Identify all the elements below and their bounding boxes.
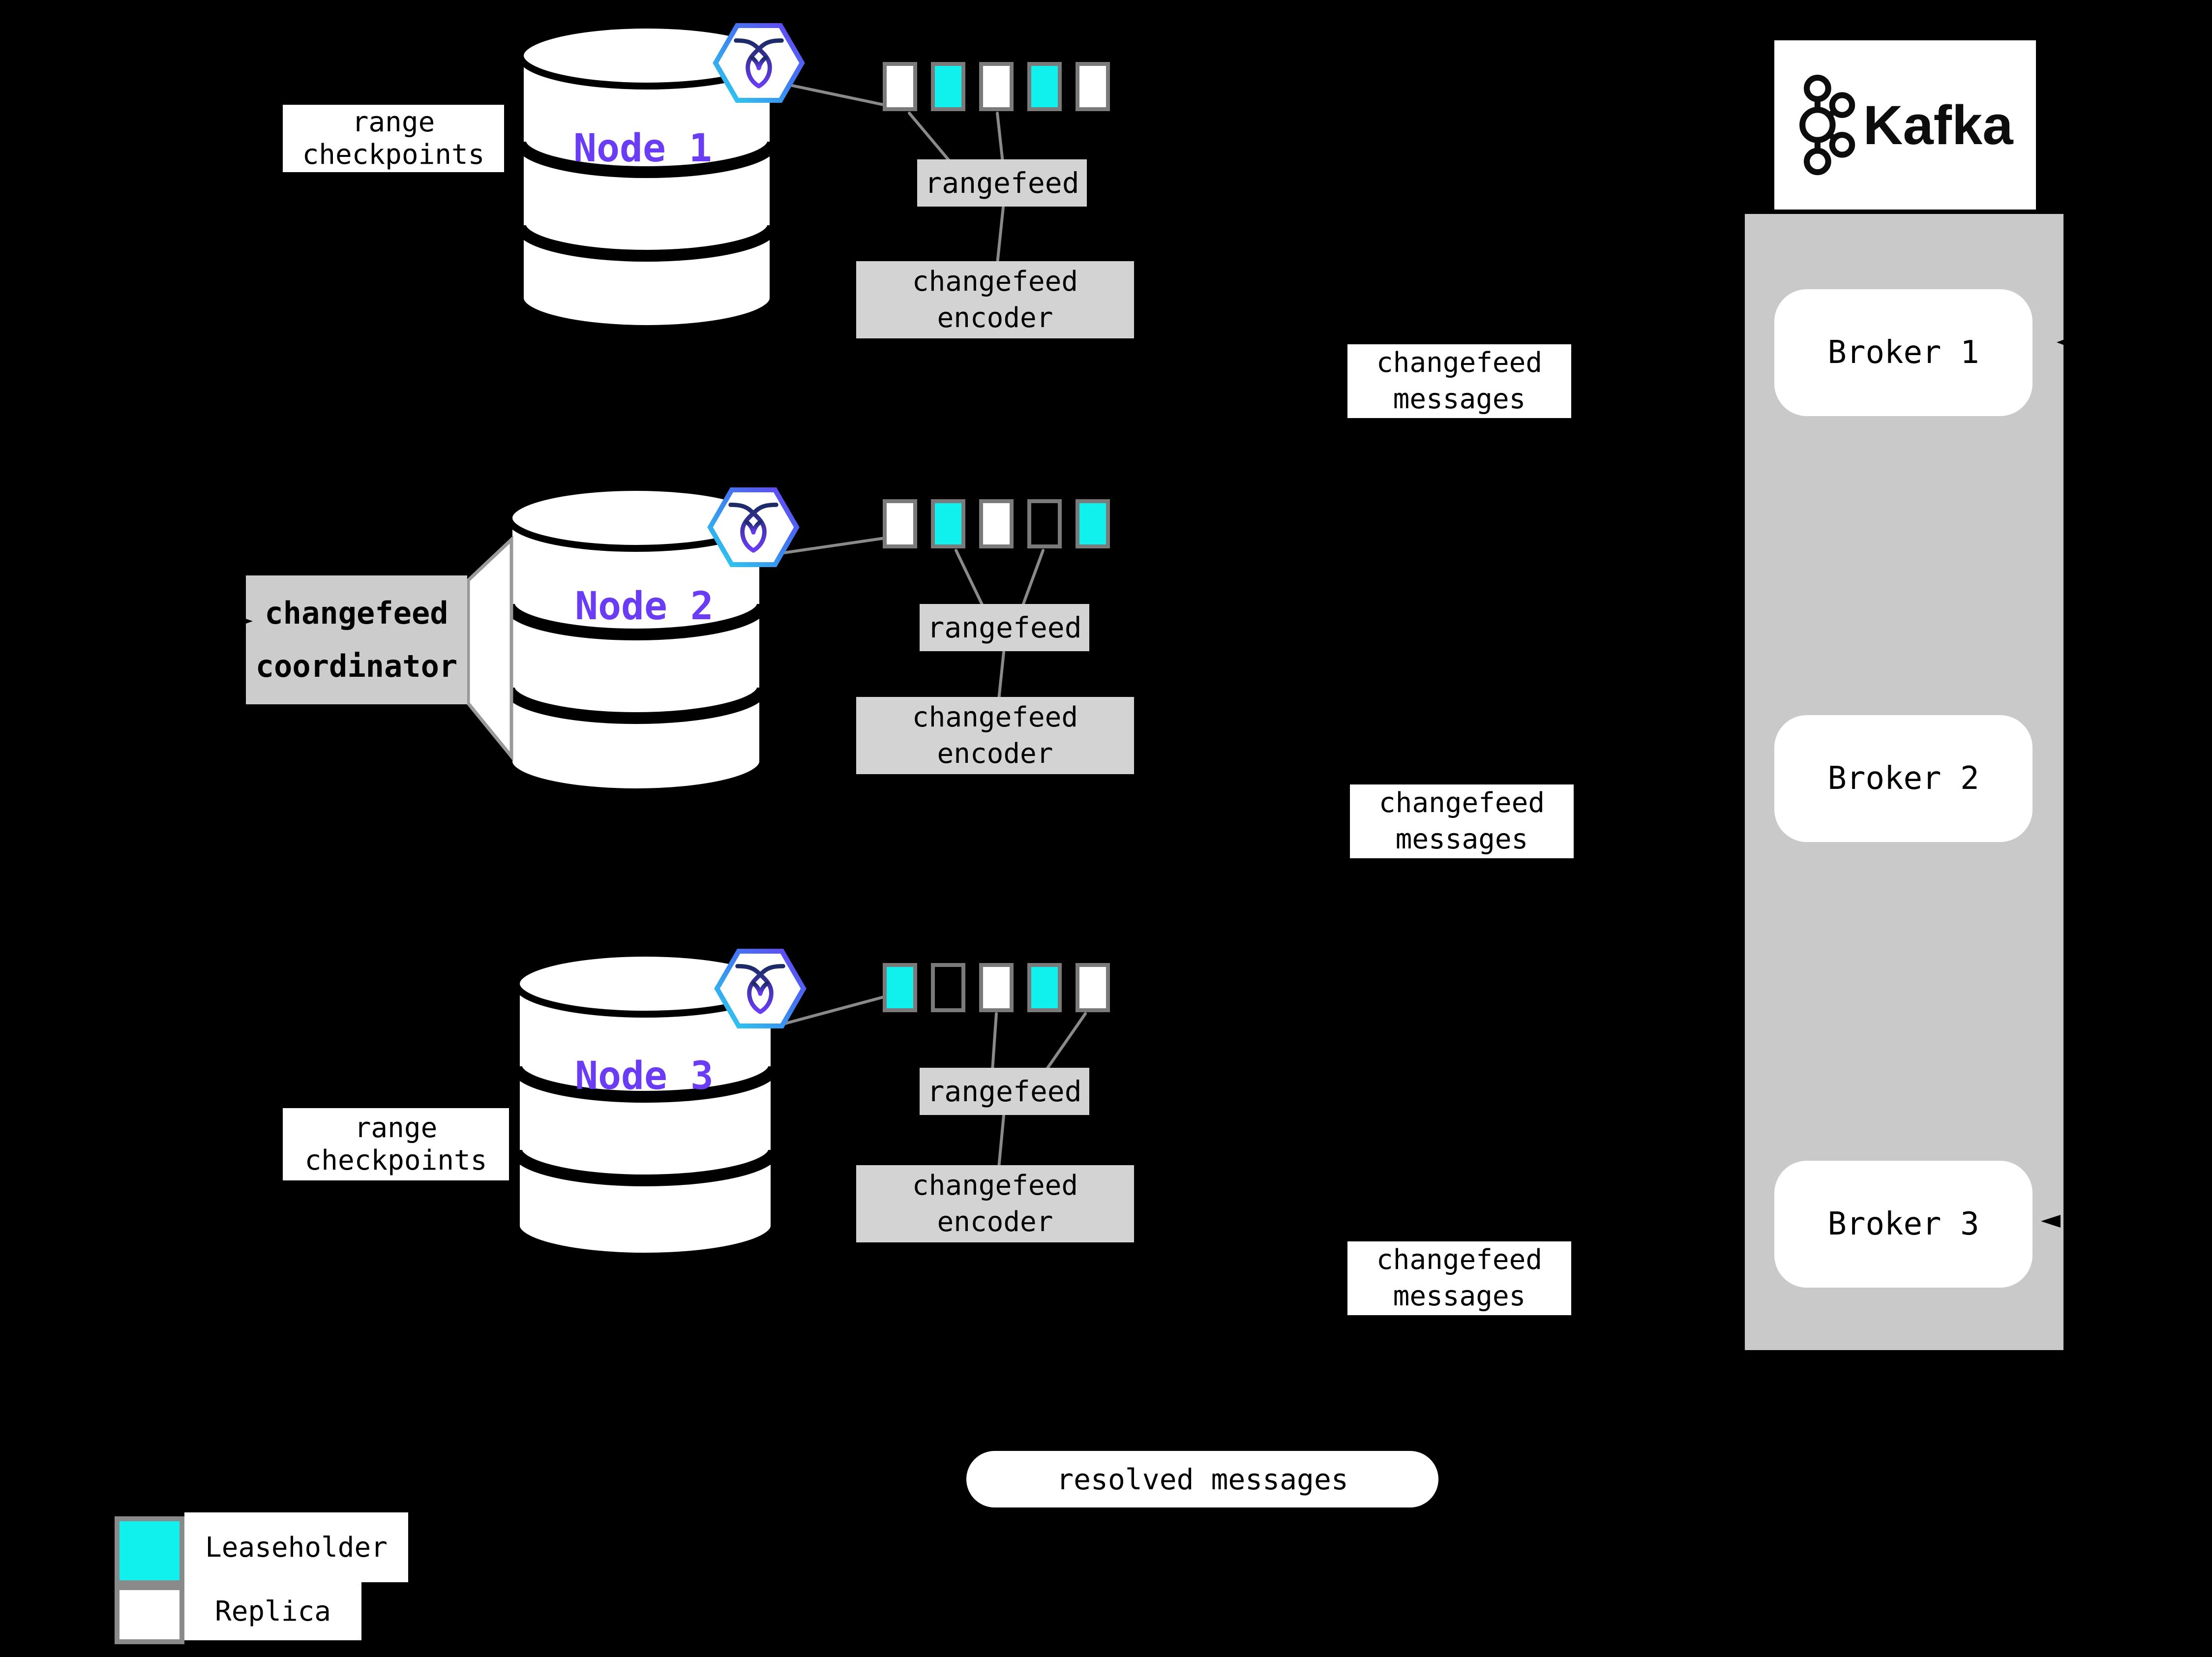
connector-line	[996, 112, 1004, 164]
range-box	[1076, 499, 1110, 548]
changefeed-messages-label-2: changefeed messages	[1350, 784, 1574, 858]
arrowhead-into-coordinator	[230, 613, 253, 629]
node-3-name: Node 3	[575, 1054, 714, 1098]
connector-line	[769, 537, 886, 556]
rangefeed-box-node-1: rangefeed	[917, 159, 1087, 207]
cockroachdb-logo-node-3	[714, 949, 807, 1028]
range-box	[1076, 963, 1110, 1012]
range-box	[979, 963, 1014, 1012]
range-box	[883, 62, 917, 111]
kafka-icon	[1799, 74, 1855, 176]
cockroachdb-logo-node-1	[713, 23, 805, 103]
changefeed-messages-label-3: changefeed messages	[1347, 1241, 1571, 1315]
legend-replica-swatch	[115, 1585, 184, 1644]
kafka-label: Kafka	[1863, 94, 2013, 156]
changefeed-messages-label-1: changefeed messages	[1347, 344, 1571, 418]
range-checkpoints-label-node-1: range checkpoints	[283, 105, 504, 172]
coordinator-pointer-wedge	[466, 535, 513, 761]
range-box	[883, 963, 917, 1012]
broker-3-box: Broker 3	[1774, 1161, 2033, 1288]
connector-line	[773, 995, 885, 1028]
node-1-name: Node 1	[573, 126, 712, 171]
range-box	[979, 499, 1014, 548]
range-box	[1027, 963, 1062, 1012]
broker-1-box: Broker 1	[1774, 289, 2033, 416]
range-box	[931, 499, 965, 548]
range-box	[1027, 62, 1062, 111]
changefeed-encoder-box-node-2: changefeed encoder	[856, 697, 1134, 774]
arrowhead-into-broker-3	[2041, 1215, 2061, 1228]
range-box	[931, 62, 965, 111]
kafka-logo-box: Kafka	[1774, 40, 2036, 210]
connector-line	[781, 82, 885, 106]
node-2-cylinder	[503, 484, 769, 795]
connector-lines	[769, 82, 1087, 1169]
legend-replica-label: Replica	[184, 1582, 361, 1640]
connector-line	[955, 549, 985, 608]
changefeed-encoder-box-node-3: changefeed encoder	[856, 1165, 1134, 1242]
connector-line	[996, 206, 1005, 265]
range-checkpoints-label-node-3: range checkpoints	[283, 1108, 509, 1180]
range-box	[979, 62, 1014, 111]
connector-line	[991, 1012, 998, 1072]
legend-leaseholder-label: Leaseholder	[184, 1512, 408, 1582]
range-box	[931, 963, 965, 1012]
rangefeed-box-node-2: rangefeed	[920, 604, 1089, 651]
connector-line	[1045, 1012, 1087, 1072]
range-box	[1027, 499, 1062, 548]
legend-leaseholder-swatch	[115, 1516, 184, 1585]
broker-2-box: Broker 2	[1774, 715, 2033, 842]
connector-line	[1021, 549, 1045, 608]
node-3-cylinder	[510, 950, 780, 1260]
changefeed-encoder-box-node-1: changefeed encoder	[856, 261, 1134, 338]
node-2-name: Node 2	[575, 584, 714, 629]
changefeed-coordinator-label: changefeed coordinator	[246, 575, 467, 704]
range-box	[883, 499, 917, 548]
connector-line	[997, 651, 1005, 701]
rangefeed-box-node-3: rangefeed	[920, 1068, 1089, 1115]
range-box	[1076, 62, 1110, 111]
arrowhead-into-broker-1	[2057, 334, 2079, 351]
connector-line	[997, 1114, 1005, 1169]
cockroachdb-logo-node-2	[707, 487, 800, 567]
node-1-cylinder	[514, 22, 779, 332]
resolved-messages-pill: resolved messages	[966, 1451, 1438, 1507]
connector-line	[908, 112, 952, 164]
kafka-cluster-panel: Broker 1 Broker 2 Broker 3	[1745, 214, 2063, 1350]
